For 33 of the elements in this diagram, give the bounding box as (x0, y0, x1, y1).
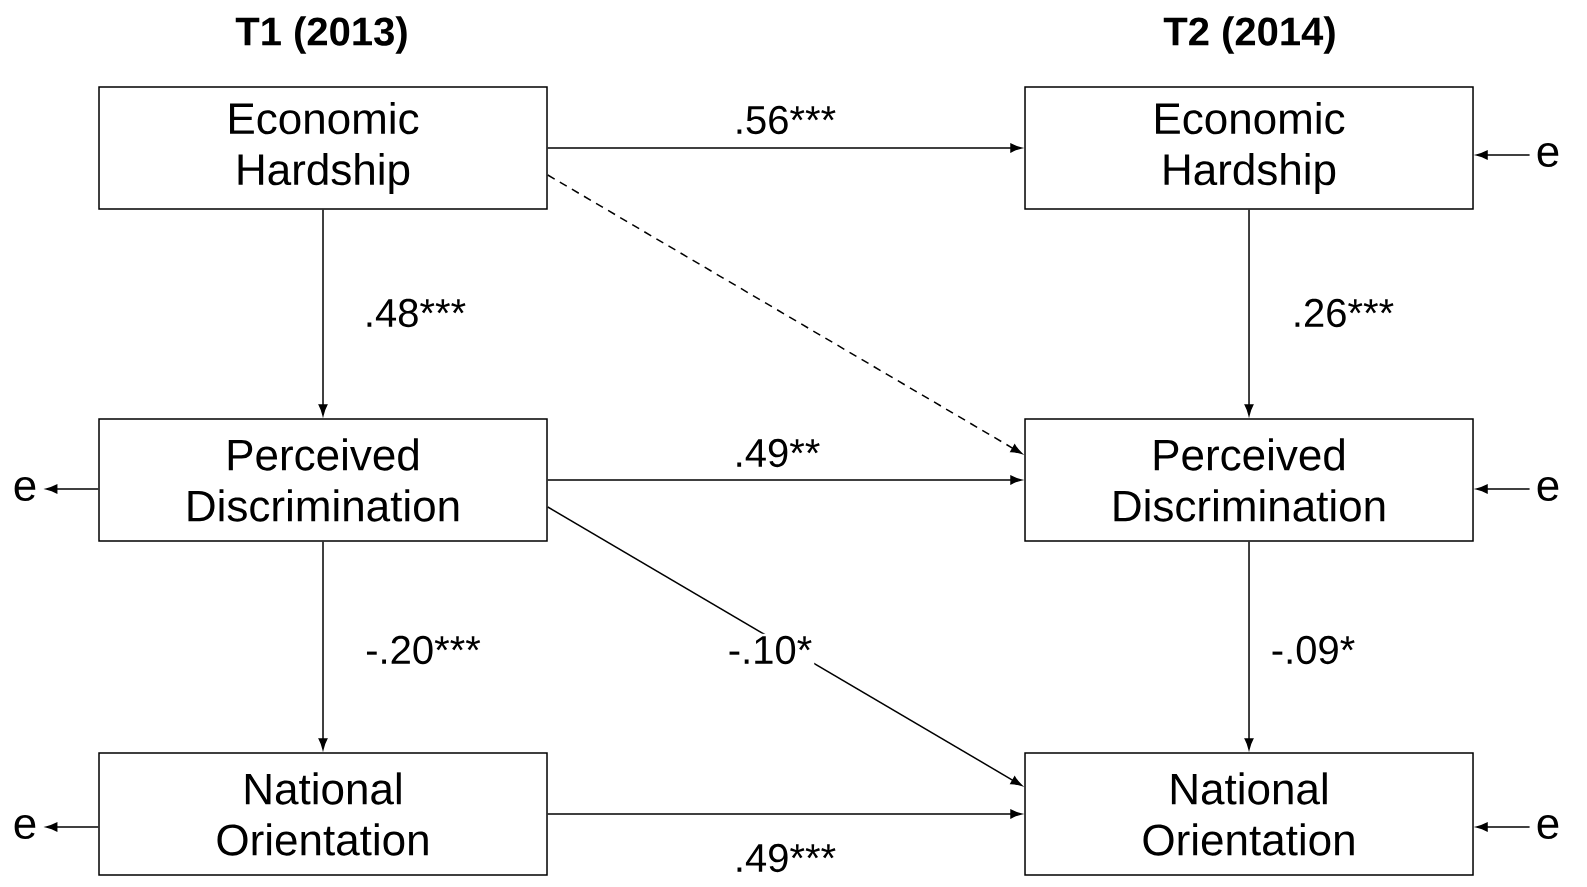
variable-box: Perceived Discrimination (98, 418, 548, 542)
error-term: e (1537, 814, 1559, 840)
error-term: e (14, 814, 36, 840)
arrow (547, 506, 1023, 787)
arrow (1244, 541, 1254, 750)
edge-label: .49** (731, 436, 823, 470)
arrow (1244, 209, 1254, 416)
edge-label: .26*** (1289, 296, 1397, 330)
edge-label: -.20*** (363, 633, 483, 667)
variable-box: Economic Hardship (98, 86, 548, 210)
variable-box: Economic Hardship (1024, 86, 1474, 210)
arrow (318, 541, 328, 750)
edge-label: .48*** (361, 296, 469, 330)
arrow (547, 809, 1022, 819)
variable-box: Perceived Discrimination (1024, 418, 1474, 542)
arrow (1476, 150, 1531, 160)
arrow (547, 143, 1022, 153)
arrow (318, 209, 328, 416)
arrow (547, 174, 1023, 455)
arrow (547, 475, 1022, 485)
error-term: e (14, 476, 36, 502)
edge-label: .49*** (731, 841, 839, 875)
error-term: e (1537, 142, 1559, 168)
variable-box: National Orientation (98, 752, 548, 876)
arrow (45, 484, 99, 494)
arrow (45, 822, 99, 832)
edge-label: -.09* (1268, 633, 1358, 667)
variable-box: National Orientation (1024, 752, 1474, 876)
edge-label: .56*** (731, 103, 839, 137)
arrow (1476, 822, 1531, 832)
error-term: e (1537, 476, 1559, 502)
edge-label: -.10* (725, 633, 815, 667)
arrow (1476, 484, 1531, 494)
